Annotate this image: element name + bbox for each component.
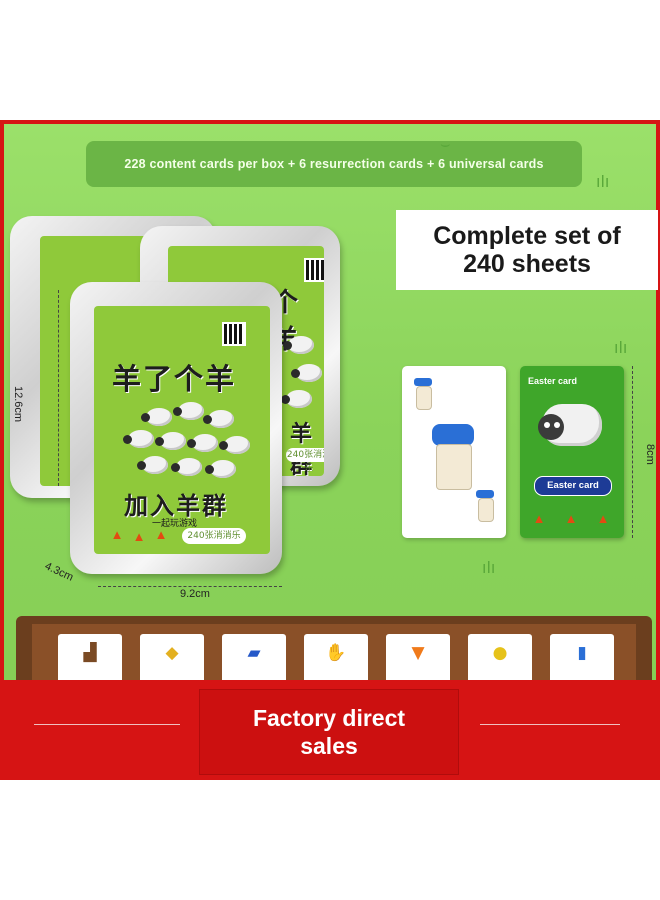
bottle-card (402, 366, 506, 538)
sheep-icon (141, 408, 172, 426)
footer-line-2: sales (300, 733, 358, 759)
tin-count-fragment: 240张消消乐 (286, 448, 324, 474)
grass-icon: ılı (614, 338, 628, 357)
grass-icon: ılı (482, 558, 496, 577)
qr-code-icon (222, 322, 246, 346)
width-dimension-line (98, 586, 282, 587)
card-height-dimension-line (632, 366, 633, 538)
sheep-icon (155, 432, 186, 450)
carrot-icon: ▼ (411, 643, 425, 663)
tile-brush: ▰ (222, 634, 286, 688)
grass-icon: ⌣ (440, 134, 451, 153)
headline-line-2: 240 sheets (463, 250, 591, 278)
tin-title: 羊了个羊 (112, 362, 237, 396)
sheep-icon (203, 410, 234, 428)
easter-card-button: Easter card (534, 476, 612, 496)
sheep-icon (123, 430, 154, 448)
complete-set-headline: Complete set of 240 sheets (396, 210, 658, 290)
sheep-icon (173, 402, 204, 420)
glove-icon: ✋ (325, 643, 347, 663)
brush-icon: ▰ (247, 643, 261, 663)
campfire-icon: ▲ (110, 527, 124, 542)
sheep-icon (281, 390, 312, 408)
divider-left (34, 724, 180, 725)
campfire-icon: ▲ (596, 511, 610, 526)
tin-tagline: 一起玩游戏 (152, 519, 198, 529)
sheep-icon (171, 458, 202, 476)
height-dimension-line (58, 290, 59, 486)
stump-icon: ▟ (83, 643, 97, 663)
card-height-dimension-label: 8cm (644, 444, 656, 465)
sheep-icon (205, 460, 236, 478)
sheep-icon (137, 456, 168, 474)
height-dimension-label: 12.6cm (12, 386, 24, 423)
product-frame: 228 content cards per box + 6 resurrecti… (0, 120, 660, 780)
easter-card: Easter card Easter card ▲ ▲ ▲ (520, 366, 624, 538)
grass-icon: ılı (596, 172, 610, 191)
bottle-icon: ▮ (577, 643, 587, 663)
footer-line-1: Factory direct (252, 705, 406, 731)
sheep-icon (283, 336, 314, 354)
tile-stump: ▟ (58, 634, 122, 688)
qr-code-icon (304, 258, 324, 282)
depth-dimension-label: 4.3cm (42, 560, 76, 584)
sheep-icon (291, 364, 322, 382)
green-background: 228 content cards per box + 6 resurrecti… (4, 124, 658, 688)
tile-glove: ✋ (304, 634, 368, 688)
sheep-icon (538, 404, 602, 446)
tin-count-label: 240张消消乐 (182, 528, 246, 544)
tile-bell: ◆ (140, 634, 204, 688)
tin-subtitle: 加入羊群 (124, 492, 228, 520)
tin-card-face: 羊了个羊 加入羊群 一起玩游戏 240张消消乐 ▲ ▲ ▲ (94, 306, 270, 554)
sheep-icon (187, 434, 218, 452)
campfire-icon: ▲ (132, 529, 146, 544)
campfire-icon: ▲ (154, 527, 168, 542)
tin-box-front: 羊了个羊 加入羊群 一起玩游戏 240张消消乐 ▲ ▲ ▲ (70, 282, 282, 574)
bell-icon: ◆ (165, 643, 179, 663)
corn-icon: ● (492, 643, 508, 663)
headline-line-1: Complete set of (433, 222, 621, 250)
tile-carrot: ▼ (386, 634, 450, 688)
campfire-icon: ▲ (564, 511, 578, 526)
factory-direct-sales-box: Factory direct sales (200, 690, 458, 774)
easter-card-label: Easter card (528, 376, 578, 386)
campfire-icon: ▲ (532, 511, 546, 526)
tile-corn: ● (468, 634, 532, 688)
contents-banner: 228 content cards per box + 6 resurrecti… (86, 141, 582, 187)
sheep-icon (219, 436, 250, 454)
divider-right (480, 724, 620, 725)
width-dimension-label: 9.2cm (180, 588, 210, 600)
tile-bottle: ▮ (550, 634, 614, 688)
